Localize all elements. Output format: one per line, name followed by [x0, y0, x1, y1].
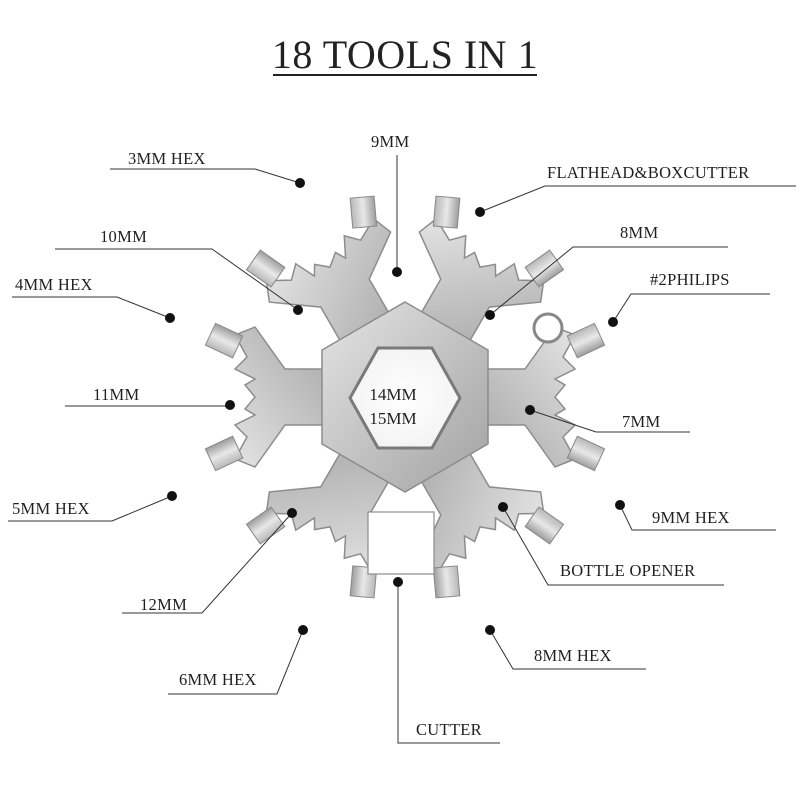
callout-label-10mm: 10MM: [100, 227, 147, 246]
callout-2philips: #2PHILIPS: [608, 270, 770, 327]
title-group: 18 TOOLS IN 1: [272, 32, 538, 77]
callout-label-flathead-boxcutter: FLATHEAD&BOXCUTTER: [547, 163, 749, 182]
callout-label-8mm-hex: 8MM HEX: [534, 646, 612, 665]
dot-flathead-boxcutter: [475, 207, 485, 217]
hex-bit-right-b: [566, 435, 606, 472]
callout-9mm: 9MM: [371, 132, 410, 277]
hex-bit-left-a: [204, 435, 244, 472]
leader-8mm: [489, 246, 728, 316]
leader-2philips: [612, 293, 770, 323]
dot-9mm-hex: [615, 500, 625, 510]
callout-label-4mm-hex: 4MM HEX: [15, 275, 93, 294]
hex-bit-lower-right-b: [432, 565, 461, 599]
dot-11mm: [225, 400, 235, 410]
dot-3mm-hex: [295, 178, 305, 188]
hex-bit-left-b: [204, 322, 244, 359]
dot-cutter: [393, 577, 403, 587]
dot-10mm: [293, 305, 303, 315]
callout-label-3mm-hex: 3MM HEX: [128, 149, 206, 168]
callout-label-bottle-opener: BOTTLE OPENER: [560, 561, 695, 580]
leader-4mm-hex: [12, 296, 171, 319]
callout-8mm-hex: 8MM HEX: [485, 625, 646, 670]
dot-6mm-hex: [298, 625, 308, 635]
callout-label-12mm: 12MM: [140, 595, 187, 614]
center-hex-hole: [348, 346, 462, 450]
hex-bit-right-a: [566, 322, 606, 359]
leader-5mm-hex: [8, 495, 173, 522]
snowflake-multitool: [204, 195, 606, 599]
callout-cutter: CUTTER: [393, 577, 500, 744]
callout-4mm-hex: 4MM HEX: [12, 275, 175, 323]
callout-8mm: 8MM: [485, 223, 728, 320]
callout-label-9mm: 9MM: [371, 132, 410, 151]
dot-7mm: [525, 405, 535, 415]
callout-layer: 3MM HEX 9MM FLATHEAD&BOXCUTTER 10MM 8MM: [8, 132, 796, 744]
leader-6mm-hex: [168, 629, 304, 695]
callout-9mm-hex: 9MM HEX: [615, 500, 776, 531]
callout-flathead-boxcutter: FLATHEAD&BOXCUTTER: [475, 163, 796, 217]
callout-6mm-hex: 6MM HEX: [168, 625, 308, 695]
dot-bottle-opener: [498, 502, 508, 512]
callout-10mm: 10MM: [55, 227, 303, 315]
leader-9mm-hex: [619, 504, 776, 531]
dot-5mm-hex: [167, 491, 177, 501]
callout-label-7mm: 7MM: [622, 412, 661, 431]
leader-flathead-boxcutter: [479, 185, 796, 213]
callout-label-5mm-hex: 5MM HEX: [12, 499, 90, 518]
callout-label-11mm: 11MM: [93, 385, 139, 404]
leader-bottle-opener: [502, 506, 724, 586]
leader-3mm-hex: [110, 168, 301, 184]
callout-bottle-opener: BOTTLE OPENER: [498, 502, 724, 586]
dot-8mm: [485, 310, 495, 320]
page-title: 18 TOOLS IN 1: [272, 32, 538, 77]
bottle-opener-notch: [367, 511, 435, 575]
dot-12mm: [287, 508, 297, 518]
hex-bit-upper-left-a: [245, 249, 286, 288]
center-label-14mm: 14MM: [369, 385, 416, 404]
dot-2philips: [608, 317, 618, 327]
callout-3mm-hex: 3MM HEX: [110, 149, 305, 188]
leader-12mm: [122, 512, 293, 614]
center-label-15mm: 15MM: [369, 409, 416, 428]
center-labels: 14MM 15MM: [369, 385, 416, 428]
callout-label-cutter: CUTTER: [416, 720, 482, 739]
callout-12mm: 12MM: [122, 508, 297, 614]
callout-label-6mm-hex: 6MM HEX: [179, 670, 257, 689]
dot-8mm-hex: [485, 625, 495, 635]
philips-ring-hole: [532, 312, 564, 344]
callout-5mm-hex: 5MM HEX: [8, 491, 177, 522]
callout-label-2philips: #2PHILIPS: [650, 270, 730, 289]
hex-bit-lower-right-a: [524, 506, 565, 545]
callout-label-8mm: 8MM: [620, 223, 659, 242]
hex-bit-upper-left-b: [349, 195, 378, 229]
callout-7mm: 7MM: [525, 405, 690, 433]
dot-4mm-hex: [165, 313, 175, 323]
dot-9mm: [392, 267, 402, 277]
leader-10mm: [55, 248, 299, 311]
callout-label-9mm-hex: 9MM HEX: [652, 508, 730, 527]
leader-8mm-hex: [489, 629, 646, 670]
callout-11mm: 11MM: [65, 385, 235, 410]
leader-7mm: [529, 409, 690, 433]
hex-bit-upper-right-a: [432, 195, 461, 229]
leader-cutter: [397, 582, 500, 744]
